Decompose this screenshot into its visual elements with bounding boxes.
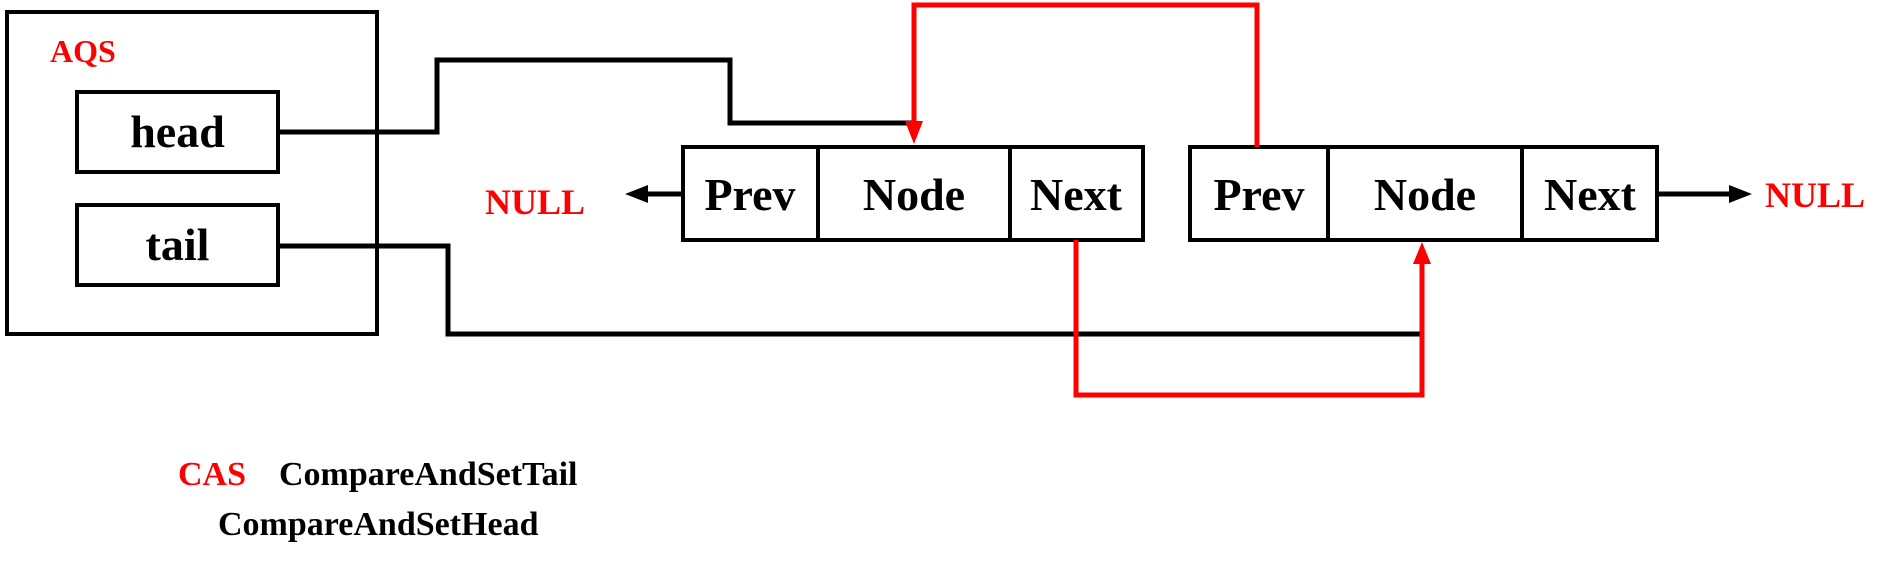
- head-pointer-line: [278, 57, 913, 135]
- head-field-box: [75, 90, 280, 174]
- tail-label: tail: [146, 219, 210, 270]
- prev-link-line: [911, 2, 1260, 147]
- node-2-node-label: Node: [1374, 169, 1476, 220]
- null-left-label: NULL: [485, 182, 585, 222]
- node-1-prev-label: Prev: [704, 169, 795, 220]
- node-2-prev-label: Prev: [1213, 169, 1304, 220]
- node-1-node-label: Node: [863, 169, 965, 220]
- compare-and-set-head-label: CompareAndSetHead: [218, 506, 539, 543]
- prev-to-null-arrowhead: [625, 185, 648, 203]
- next-link-line: [1073, 240, 1425, 398]
- compare-and-set-tail-label: CompareAndSetTail: [279, 456, 578, 493]
- node-1-box: [681, 145, 1145, 242]
- null-right-label: NULL: [1765, 175, 1865, 215]
- aqs-title: AQS: [50, 33, 116, 69]
- cas-label: CAS: [178, 456, 246, 493]
- node-1-next-label: Next: [1030, 169, 1123, 220]
- node-1: Prev Node Next: [681, 145, 1145, 242]
- next-to-null-arrowhead: [1729, 185, 1752, 203]
- tail-pointer-line: [278, 243, 1420, 337]
- tail-field-box: [75, 203, 280, 287]
- next-link-arrowhead: [1413, 242, 1431, 264]
- head-label: head: [130, 106, 225, 157]
- node-2: Prev Node Next: [1188, 145, 1659, 242]
- prev-link-arrowhead: [905, 121, 923, 144]
- node-2-next-label: Next: [1544, 169, 1637, 220]
